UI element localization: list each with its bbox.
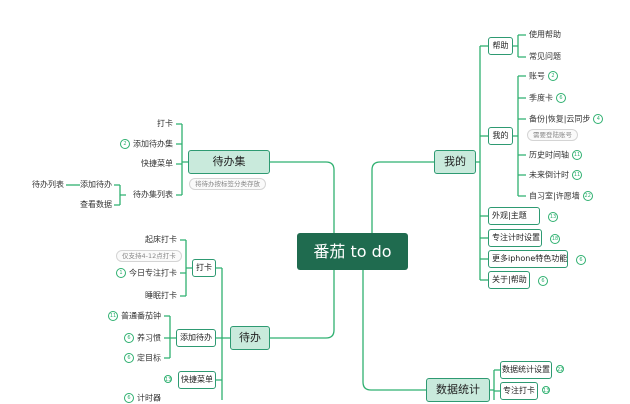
- badge-quarter-card: 6: [556, 93, 566, 103]
- badge-pomodoro: 11: [108, 311, 118, 321]
- node-focus-checkin-stats[interactable]: 专注打卡: [500, 382, 538, 400]
- node-focus-timer-settings-label: 专注计时设置: [492, 233, 540, 242]
- badge-focus-timer-settings: 18: [550, 234, 560, 244]
- badge-about-help: 6: [538, 276, 548, 286]
- node-stats-settings[interactable]: 数据统计设置: [500, 361, 552, 379]
- badge-future-countdown: 11: [572, 170, 582, 180]
- node-appearance-theme-label: 外观|主题: [492, 211, 527, 220]
- leaf-view-data[interactable]: 查看数据: [80, 200, 112, 209]
- note-checkin-hours: 仅支持4-12点打卡: [116, 250, 182, 262]
- node-help[interactable]: 帮助: [488, 37, 513, 55]
- leaf-faq[interactable]: 常见问题: [529, 52, 561, 61]
- leaf-todo-set-list[interactable]: 待办集列表: [133, 190, 173, 199]
- leaf-backup-sync-label: 备份|恢复|云同步: [529, 114, 591, 124]
- node-focus-timer-settings[interactable]: 专注计时设置 18: [488, 229, 560, 247]
- badge-habit: 6: [124, 333, 134, 343]
- branch-stats[interactable]: 数据统计: [426, 378, 490, 402]
- note-todo-set: 将待办按标签分类存放: [189, 178, 266, 190]
- leaf-habit-label: 养习惯: [137, 333, 161, 343]
- badge-appearance-theme: 13: [548, 212, 558, 222]
- node-add-todo[interactable]: 添加待办: [176, 329, 216, 347]
- leaf-future-countdown-label: 未来倒计时: [529, 170, 569, 180]
- leaf-shortcut-menu[interactable]: 快捷菜单: [141, 159, 173, 168]
- badge-focus-checkin: 1: [116, 268, 126, 278]
- node-about-help[interactable]: 关于|帮助 6: [488, 271, 548, 289]
- leaf-history-timeline-label: 历史时间轴: [529, 150, 569, 160]
- leaf-account-label: 账号: [529, 71, 545, 81]
- badge-focus-checkin-stats: 13: [542, 386, 550, 394]
- node-appearance-theme[interactable]: 外观|主题 13: [488, 207, 558, 225]
- leaf-focus-checkin-label: 今日专注打卡: [129, 268, 177, 278]
- node-mine-sub[interactable]: 我的: [488, 127, 513, 145]
- leaf-pomodoro-label: 普通番茄钟: [121, 311, 161, 321]
- node-iphone-features[interactable]: 更多iphone特色功能 6: [488, 250, 586, 268]
- badge-stats-settings: 22: [556, 365, 564, 373]
- branch-todo-set[interactable]: 待办集: [188, 150, 270, 174]
- node-about-help-label: 关于|帮助: [492, 275, 527, 284]
- badge-backup-sync: 4: [593, 114, 604, 124]
- badge-goal: 6: [124, 353, 134, 363]
- leaf-checkin[interactable]: 打卡: [157, 119, 173, 128]
- leaf-usage-help[interactable]: 使用帮助: [529, 30, 561, 39]
- badge-account: 2: [548, 71, 558, 81]
- badge-add-todo-set: 2: [120, 139, 130, 149]
- leaf-add-todo-set-label: 添加待办集: [133, 139, 173, 149]
- leaf-goal-label: 定目标: [137, 353, 161, 363]
- badge-timer-partial: 6: [124, 393, 134, 403]
- branch-mine[interactable]: 我的: [434, 150, 476, 174]
- leaf-todo-list[interactable]: 待办列表: [32, 180, 64, 189]
- node-shortcut-menu[interactable]: 快捷菜单: [178, 371, 216, 389]
- badge-iphone-features: 6: [576, 255, 586, 265]
- leaf-sleep-checkin[interactable]: 睡眠打卡: [145, 291, 177, 300]
- badge-history-timeline: 11: [572, 150, 582, 160]
- node-checkin[interactable]: 打卡: [192, 259, 216, 277]
- leaf-study-room-label: 自习室|许愿墙: [529, 191, 580, 201]
- badge-shortcut-menu: 13: [164, 375, 172, 383]
- branch-todo[interactable]: 待办: [230, 326, 270, 350]
- root-node[interactable]: 番茄 to do: [297, 233, 408, 270]
- leaf-add-todo[interactable]: 添加待办: [80, 180, 112, 189]
- node-iphone-features-label: 更多iphone特色功能: [492, 254, 568, 263]
- note-login-required: 需要登陆账号: [527, 129, 578, 141]
- leaf-wake-checkin[interactable]: 起床打卡: [145, 235, 177, 244]
- leaf-timer-partial-label: 计时器: [137, 393, 161, 403]
- leaf-quarter-card-label: 季度卡: [529, 93, 553, 103]
- badge-study-room: 22: [582, 191, 593, 201]
